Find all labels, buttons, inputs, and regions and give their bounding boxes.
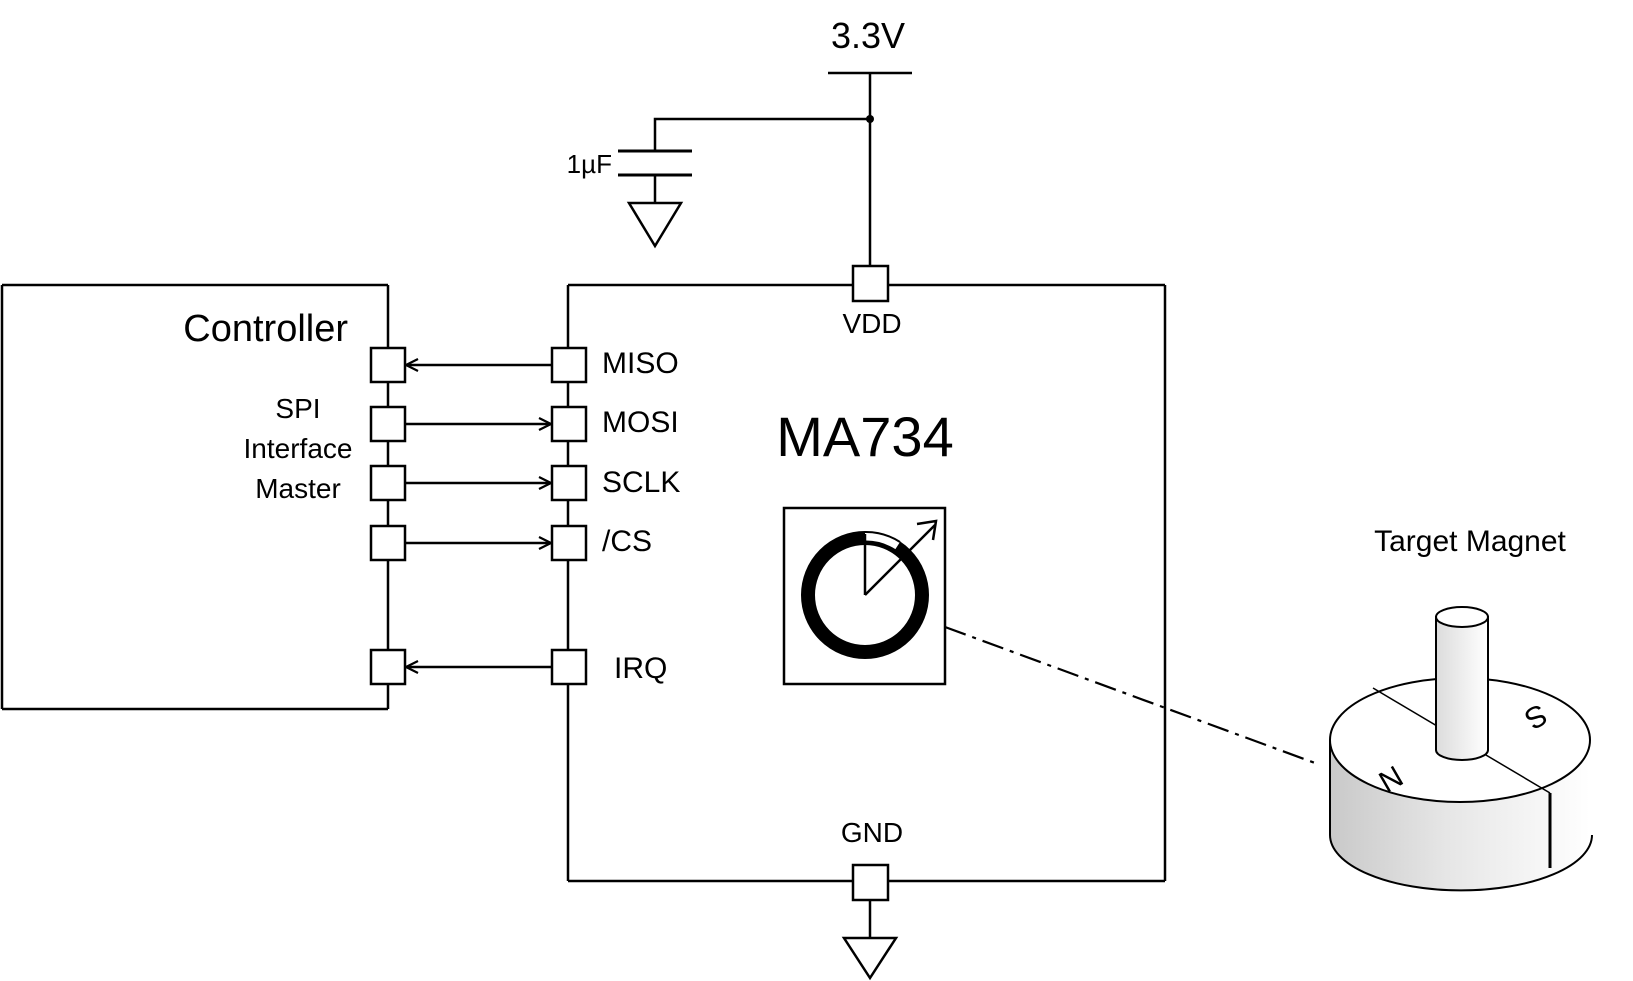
angle-sensor-icon [782,506,947,686]
controller-pin-irq [369,648,407,686]
controller-role-line-2: Interface [244,433,353,464]
sensor-pin-mosi [550,405,588,443]
capacitor-value-label: 1µF [567,149,612,179]
supply-voltage-label: 3.3V [831,15,905,56]
sensor-pin-irq [550,648,588,686]
sensor-pins [550,264,890,902]
pin-label-vdd: VDD [842,308,901,339]
magnet-shaft [1435,616,1489,761]
pin-label-mosi: MOSI [602,406,679,439]
capacitor-wire [653,117,870,150]
sensor-pin-miso [550,346,588,384]
sensor-ground [841,900,899,981]
magnet-shaft-top [1435,606,1489,628]
sensor-block: MA734 VDD GND MISO MOSI SCLK /CS IRQ [566,283,1167,883]
pin-label-miso: MISO [602,347,679,380]
sensor-part-number: MA734 [776,405,953,468]
target-magnet: Target Magnet N S [1329,525,1593,892]
sensing-axis-line [944,625,1316,765]
supply-rail: 3.3V [653,15,912,266]
capacitor-ground-symbol [626,201,684,249]
pin-label-gnd: GND [841,817,903,848]
controller-pin-mosi [369,405,407,443]
sensor-pin-vdd [851,264,890,303]
controller-pin-cs [369,524,407,562]
controller-role-line-3: Master [255,473,341,504]
pin-label-sclk: SCLK [602,466,680,499]
spi-signal-wires [405,365,552,667]
pin-label-cs: /CS [602,525,652,558]
magnet-label: Target Magnet [1374,525,1566,558]
sensor-pin-gnd [851,863,890,902]
controller-block: Controller SPI Interface Master [0,283,390,711]
sensor-pin-cs [550,524,588,562]
controller-pin-sclk [369,464,407,502]
pin-label-irq: IRQ [614,652,667,685]
sensor-pin-sclk [550,464,588,502]
decoupling-capacitor: 1µF [567,149,692,249]
gnd-symbol [841,936,899,981]
magnet-disc-outline [1329,740,1593,892]
controller-pin-miso [369,346,407,384]
controller-role-line-1: SPI [275,393,320,424]
controller-title: Controller [183,308,348,350]
